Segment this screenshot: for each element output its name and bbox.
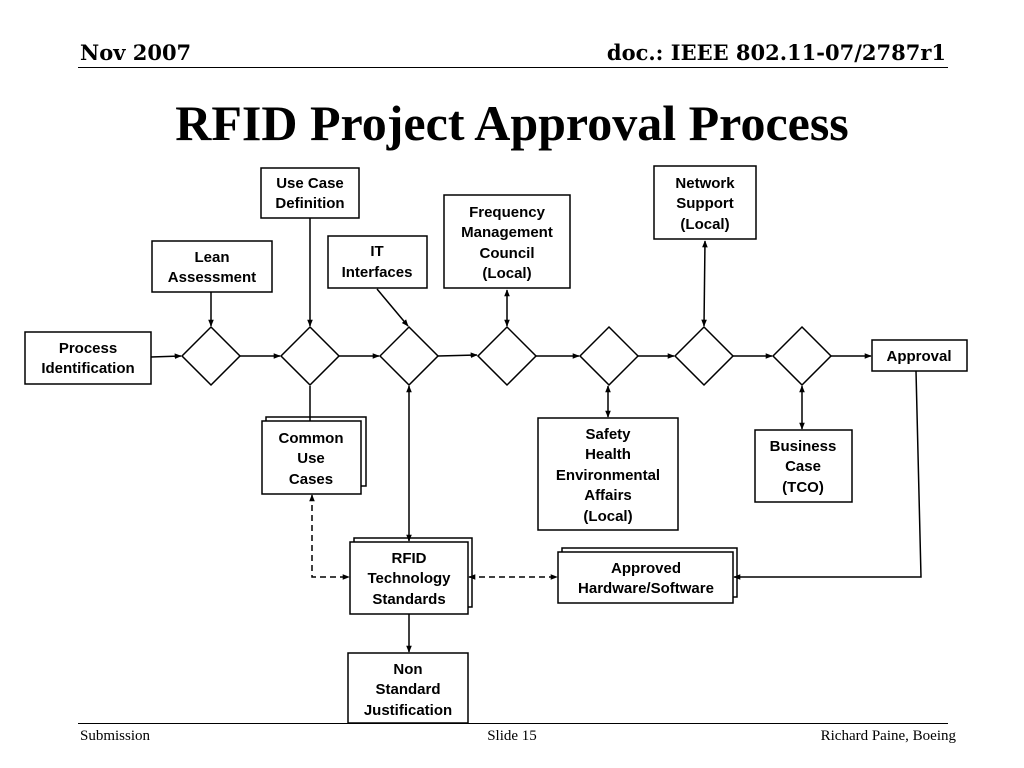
safety-health-box: [537, 417, 679, 531]
non-standard-label-2: Standard: [375, 681, 440, 698]
common-use-cases-label-3: Cases: [289, 471, 333, 488]
business-case-box: [754, 429, 853, 503]
network-support-label-1: Network: [675, 175, 735, 192]
non-standard-justification-box: [347, 652, 469, 724]
dashed-common-rfid: [309, 494, 350, 580]
rfid-standards-label-3: Standards: [372, 591, 445, 608]
footer-rule: [78, 723, 948, 724]
rfid-technology-standards-box: [349, 541, 469, 615]
slide-title: RFID Project Approval Process: [175, 95, 849, 151]
arrow-process-to-d1: [150, 353, 182, 360]
footer-slide-number: Slide 15: [487, 728, 537, 744]
header-rule: [78, 67, 948, 68]
decision-diamond-5: [578, 325, 640, 387]
process-identification-label-1: Process: [59, 340, 117, 357]
use-case-definition-label-1: Use Case: [276, 175, 344, 192]
header-doc-id: doc.: IEEE 802.11-07/2787r1: [606, 40, 946, 65]
common-use-cases-label-2: Use: [297, 450, 325, 467]
decision-diamond-3: [378, 325, 440, 387]
safety-label-2: Health: [585, 446, 631, 463]
safety-label-5: (Local): [583, 508, 632, 525]
frequency-label-2: Management: [461, 224, 553, 241]
it-interfaces-label-1: IT: [370, 243, 383, 260]
business-case-label-1: Business: [770, 438, 837, 455]
lean-assessment-box: [151, 240, 273, 293]
footer-author: Richard Paine, Boeing: [820, 728, 956, 744]
approved-hw-sw-label-1: Approved: [611, 560, 681, 577]
lean-assessment-label-1: Lean: [194, 249, 229, 266]
process-identification-box: [24, 331, 152, 385]
common-use-cases-box: [261, 420, 362, 495]
footer-submission: Submission: [80, 728, 151, 744]
non-standard-label-3: Justification: [364, 702, 452, 719]
network-support-label-3: (Local): [680, 216, 729, 233]
frequency-management-box: [443, 194, 571, 289]
approved-hardware-software-box: [557, 551, 734, 604]
non-standard-label-1: Non: [393, 661, 422, 678]
decision-diamond-4: [476, 325, 538, 387]
safety-label-4: Affairs: [584, 487, 632, 504]
approval-box: [871, 339, 968, 372]
network-support-label-2: Support: [676, 195, 734, 212]
arrow-d3-to-d4: [437, 352, 478, 358]
arrow-network-d6: [701, 240, 708, 327]
business-case-label-2: Case: [785, 458, 821, 475]
header-date: Nov 2007: [80, 40, 192, 65]
network-support-box: [653, 165, 757, 240]
frequency-label-3: Council: [480, 245, 535, 262]
process-identification-label-2: Identification: [41, 360, 134, 377]
frequency-label-4: (Local): [482, 265, 531, 282]
frequency-label-1: Frequency: [469, 204, 546, 221]
it-interfaces-label-2: Interfaces: [342, 264, 413, 281]
decision-diamond-6: [673, 325, 735, 387]
business-case-label-3: (TCO): [782, 479, 824, 496]
use-case-definition-label-2: Definition: [275, 195, 344, 212]
arrow-it-to-d3: [376, 288, 409, 327]
decision-diamond-2: [279, 325, 341, 387]
arrow-approval-to-hwsw: [733, 370, 922, 580]
decision-diamond-7: [771, 325, 833, 387]
rfid-standards-label-1: RFID: [392, 550, 427, 567]
approved-hw-sw-label-2: Hardware/Software: [578, 580, 714, 597]
safety-label-3: Environmental: [556, 467, 660, 484]
it-interfaces-box: [327, 235, 428, 289]
decision-diamond-1: [180, 325, 242, 387]
safety-label-1: Safety: [585, 426, 631, 443]
lean-assessment-label-2: Assessment: [168, 269, 256, 286]
approval-label: Approval: [886, 348, 951, 365]
common-use-cases-label-1: Common: [279, 430, 344, 447]
rfid-standards-label-2: Technology: [367, 570, 451, 587]
